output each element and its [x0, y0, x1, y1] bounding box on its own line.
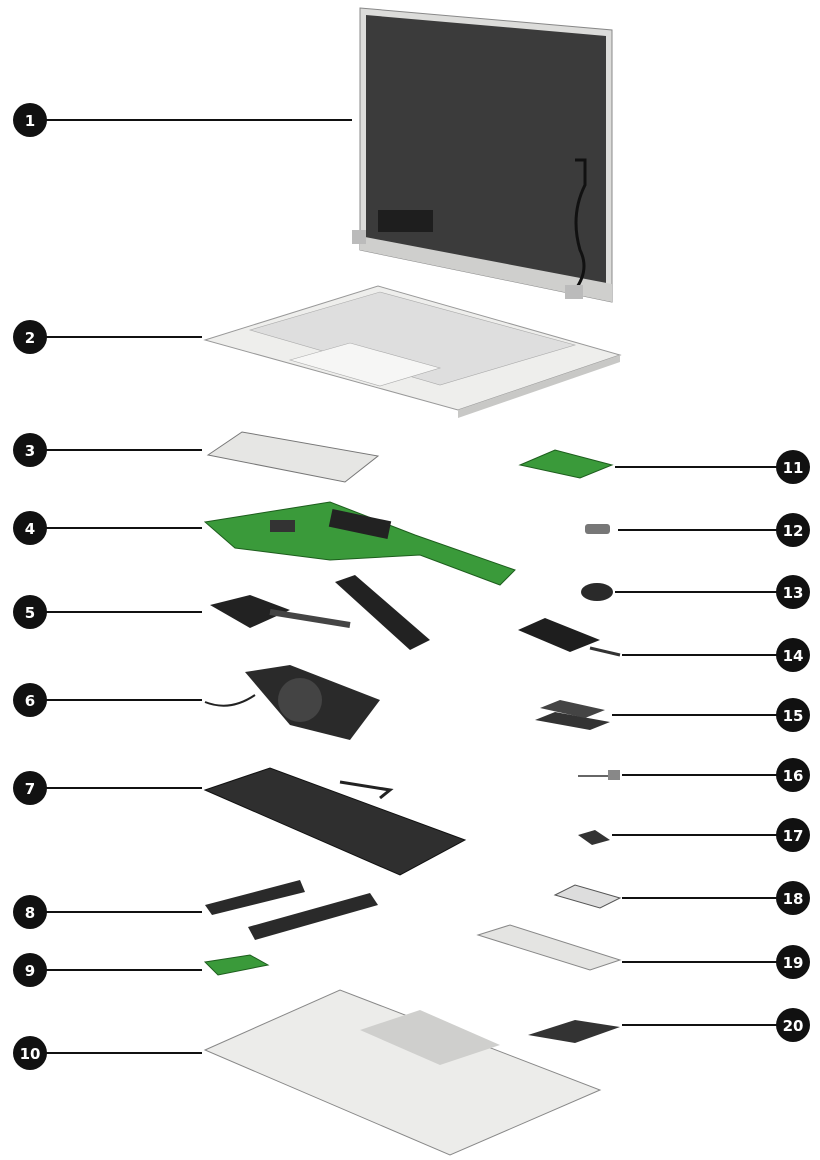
callout-2: 2	[13, 320, 47, 354]
smart-card-board	[518, 449, 614, 479]
speakers	[205, 880, 378, 940]
svg-text:5: 5	[25, 604, 35, 622]
svg-text:9: 9	[25, 962, 35, 980]
heat-sink	[210, 575, 430, 650]
top-cover-keyboard	[203, 285, 622, 418]
ssd-shield	[476, 924, 622, 971]
battery	[203, 767, 467, 876]
callout-20: 20	[776, 1008, 810, 1042]
callout-10: 10	[13, 1036, 47, 1070]
small-bracket	[585, 524, 610, 534]
rtc-battery	[581, 583, 613, 601]
callout-14: 14	[776, 638, 810, 672]
callout-5: 5	[13, 595, 47, 629]
ssd	[553, 884, 622, 909]
svg-text:16: 16	[783, 767, 804, 785]
svg-text:19: 19	[783, 954, 804, 972]
svg-text:1: 1	[25, 112, 35, 130]
touchpad	[206, 431, 380, 483]
svg-text:7: 7	[25, 780, 35, 798]
callout-15: 15	[776, 698, 810, 732]
svg-text:13: 13	[783, 584, 804, 602]
svg-text:15: 15	[783, 707, 804, 725]
callout-19: 19	[776, 945, 810, 979]
power-connector	[578, 770, 620, 780]
svg-text:18: 18	[783, 890, 804, 908]
svg-text:4: 4	[25, 520, 35, 538]
svg-text:6: 6	[25, 692, 35, 710]
callout-18: 18	[776, 881, 810, 915]
callout-4: 4	[13, 511, 47, 545]
svg-text:12: 12	[783, 522, 804, 540]
memory-modules	[535, 700, 610, 730]
svg-text:8: 8	[25, 904, 35, 922]
callout-1: 1	[13, 103, 47, 137]
callout-8: 8	[13, 895, 47, 929]
ssd-bracket	[528, 1020, 620, 1043]
callout-7: 7	[13, 771, 47, 805]
svg-text:20: 20	[783, 1017, 804, 1035]
system-board	[203, 501, 516, 586]
bottom-cover	[203, 989, 602, 1156]
display-assembly	[352, 7, 613, 303]
svg-text:17: 17	[783, 827, 804, 845]
svg-text:11: 11	[783, 459, 804, 477]
nfc-module	[518, 618, 621, 657]
callout-17: 17	[776, 818, 810, 852]
callout-9: 9	[13, 953, 47, 987]
callout-11: 11	[776, 450, 810, 484]
callout-16: 16	[776, 758, 810, 792]
svg-text:10: 10	[20, 1045, 41, 1063]
callout-6: 6	[13, 683, 47, 717]
svg-text:14: 14	[783, 647, 804, 665]
callout-13: 13	[776, 575, 810, 609]
wlan-module	[578, 830, 610, 845]
fan	[204, 665, 380, 740]
svg-text:2: 2	[25, 329, 35, 347]
svg-text:3: 3	[25, 442, 35, 460]
callout-12: 12	[776, 513, 810, 547]
usb-board	[203, 954, 270, 976]
callout-3: 3	[13, 433, 47, 467]
callout-leader-lines	[30, 119, 793, 1054]
